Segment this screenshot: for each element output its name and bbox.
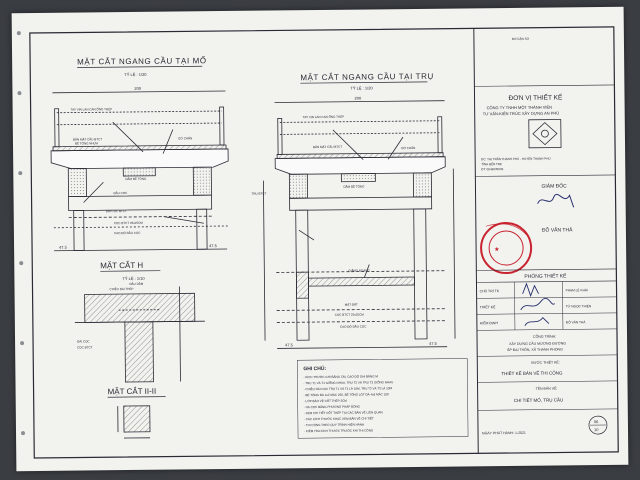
right-dim-bottom-a: 47.5: [285, 342, 294, 347]
phase-heading: BƯỚC THIẾT KẾ:: [531, 359, 560, 364]
right-label-5: TRỤ BTCT: [252, 192, 267, 196]
left-label-2: BẢN MẶT CẦU BTCT: [73, 136, 102, 141]
section-ii-title: MẶT CẮT II-II: [108, 387, 157, 397]
section-h-label-1: ĐẦU DẦM: [129, 282, 143, 286]
section-h-drawing: MẶT CẮT H TỶ LỆ : 1/10 ĐẦU DẦM CHIỀU DÀI…: [74, 261, 205, 383]
note-line-2: - TRỤ T1 VÀ T4 GIỐNG NHAU, TRỤ T2 VÀ TRỤ…: [303, 379, 393, 385]
address-line-2: TỈNH BẾN TRE: [481, 161, 502, 166]
right-label-3: DẦM BÊ TÔNG: [343, 184, 365, 189]
notes-title: GHI CHÚ:: [303, 365, 326, 372]
title-block: ĐÓ GẶN SỬ ĐƠN VỊ THIẾT KẾ CÔNG TY TNHH M…: [474, 36, 618, 435]
right-label-9: CAO ĐỘ ĐẦU CỌC: [340, 324, 367, 329]
section-ii-drawing: MẶT CẮT II-II: [108, 387, 166, 439]
notes-block: GHI CHÚ: - KÍCH THƯỚC GHI BẰNG CM, CAO Đ…: [297, 358, 469, 439]
drawing-sheet: MẶT CẮT NGANG CẦU TẠI MỐ TỶ LỆ : 1/20 20…: [11, 6, 629, 472]
project-line-1: XÂY DỰNG CẦU MƯƠNG ĐƯỜNG: [509, 340, 566, 346]
note-line-9: - THI CÔNG THEO QUY TRÌNH HIỆN HÀNH: [304, 422, 364, 428]
note-line-3: - CHIỀU DÀI CỌC TRỤ T1 VÀ T4 LÀ 10M, TRỤ…: [304, 385, 393, 391]
role-1: CHỦ TRÌ TK: [480, 288, 500, 293]
right-section-drawing: MẶT CẮT NGANG CẦU TẠI TRỤ TỶ LỆ : 1/20 2…: [252, 71, 456, 349]
right-label-7: CỌC BTCT 25x25CM: [335, 313, 364, 317]
right-label-1: TAY VỊN LAN CAN ỐNG THÉP: [303, 114, 345, 119]
left-label-6: ĐẦU CỌC: [113, 191, 128, 195]
right-scale: TỶ LỆ : 1/20: [350, 85, 373, 90]
role-2-name: TỪ NGỌC THIỆN: [566, 303, 592, 308]
company-line-2: TƯ VẤN-KIẾN TRÚC XÂY DỰNG AN PHÚ: [483, 110, 560, 116]
director-name: ĐỖ VĂN THẢ: [542, 226, 573, 233]
project-heading: CÔNG TRÌNH:: [533, 334, 556, 339]
signature-3: [524, 316, 550, 327]
section-h-label-3: ĐÀI CỌC: [77, 339, 90, 343]
left-label-4: DẦM BÊ TÔNG: [125, 176, 147, 181]
left-dim-bottom-b: 47.5: [209, 243, 218, 248]
left-scale: TỶ LỆ : 1/20: [124, 72, 147, 77]
right-label-6: GIẰNG NGANG: [348, 267, 370, 272]
title-block-top-note: ĐÓ GẶN SỬ: [512, 36, 530, 41]
left-label-7: ĐÀI CỌC BTCT: [106, 209, 127, 213]
sheet-border: [29, 26, 619, 459]
left-label-9: CAO ĐỘ ĐẦU CỌC: [114, 230, 141, 235]
signature-2: [520, 297, 556, 311]
sheet-name: CHI TIẾT MỐ, TRỤ CẦU: [514, 396, 564, 403]
role-1-name: PHẠM LÊ KHẢI: [566, 287, 588, 292]
director-title: GIÁM ĐỐC: [541, 182, 567, 189]
right-label-8: MẶT ĐẤT: [345, 302, 358, 307]
left-label-8: CỌC BTCT 25x25CM: [114, 221, 143, 225]
right-label-4: GỜ CHẮN: [401, 145, 415, 150]
left-dim-top: 200: [134, 86, 142, 91]
dept-heading: PHÒNG THIẾT KẾ: [524, 272, 567, 279]
left-section-drawing: MẶT CẮT NGANG CẦU TẠI MỐ TỶ LỆ : 1/20 20…: [50, 55, 229, 252]
red-company-stamp: ★: [480, 222, 533, 275]
signature-1: [522, 282, 539, 298]
designer-heading: ĐƠN VỊ THIẾT KẾ: [508, 91, 562, 102]
right-dim-bottom-b: 47.5: [429, 341, 438, 346]
role-3: KIỂM ĐỊNH: [480, 320, 499, 325]
note-line-7: - XEM CHI TIẾT CỐT THÉP TẠI CÁC BẢN VẼ L…: [304, 409, 383, 415]
company-line-1: CÔNG TY TNHH MỘT THÀNH VIÊN: [487, 105, 553, 111]
technical-drawing: MẶT CẮT NGANG CẦU TẠI MỐ TỶ LỆ : 1/20 20…: [16, 26, 619, 459]
left-label-5: GỜ CHẮN: [178, 135, 192, 140]
note-line-4: - BÊ TÔNG ĐÁ 1x2 MÁC 250, BÊ TÔNG LÓT ĐÁ…: [304, 391, 389, 397]
left-title: MẶT CẮT NGANG CẦU TẠI MỐ: [77, 55, 207, 66]
right-label-2: BẢN MẶT CẦU BTCT: [313, 144, 342, 149]
binding-holes: [16, 31, 26, 436]
note-line-10: - KIỂM TRA KÍCH THƯỚC TRƯỚC KHI THI CÔNG: [304, 427, 374, 433]
left-label-3: BÊ TÔNG NHỰA: [75, 140, 98, 145]
role-3-name: ĐỖ VĂN THẢ: [566, 319, 586, 324]
phase-value: THIẾT KẾ BẢN VẼ THI CÔNG: [501, 369, 563, 376]
address-line-1: ĐC: THỊ TRẤN THẠNH PHÚ - HUYỆN THẠNH PHÚ: [481, 156, 551, 162]
section-h-label-4: CỌC BTCT: [77, 345, 93, 349]
note-line-1: - KÍCH THƯỚC GHI BẰNG CM, CAO ĐỘ GHI BẰN…: [303, 373, 378, 379]
left-dim-bottom-a: 47.5: [59, 245, 68, 250]
note-line-5: - LỚP BẢO VỆ CỐT THÉP 3CM: [304, 398, 348, 403]
company-logo: [528, 119, 562, 149]
sheet-number: 06: [594, 419, 599, 424]
right-dim-top: 200: [355, 96, 363, 101]
right-title: MẶT CẮT NGANG CẦU TẠI TRỤ: [300, 71, 434, 82]
left-label-1: TAY VỊN LAN CAN ỐNG THÉP: [71, 106, 113, 111]
section-h-title: MẶT CẮT H: [100, 261, 143, 270]
sheet-name-heading: TÊN BẢN VẼ:: [536, 386, 558, 391]
section-h-scale: TỶ LỆ : 1/10: [122, 276, 145, 281]
note-line-6: - HẠ CỌC BẰNG PHƯƠNG PHÁP ĐÓNG: [304, 404, 361, 410]
section-h-label-2: CHIỀU DÀI THÉP: [109, 286, 133, 291]
sheet-total: 10: [594, 427, 599, 432]
issue-date: NGÀY PHÁT HÀNH: 1-2021: [482, 431, 526, 435]
svg-text:★: ★: [494, 246, 499, 253]
project-line-2: ẤP ĐẠI THÔN, XÃ THẠNH PHONG: [507, 346, 563, 352]
note-line-8: - CÁC KÍCH THƯỚC KHÁC XEM BẢN VẼ CHI TIẾ…: [304, 415, 374, 421]
address-line-3: ĐT: 0946035939: [481, 167, 503, 171]
director-signature: [537, 193, 575, 208]
role-2: THIẾT KẾ: [480, 304, 496, 309]
